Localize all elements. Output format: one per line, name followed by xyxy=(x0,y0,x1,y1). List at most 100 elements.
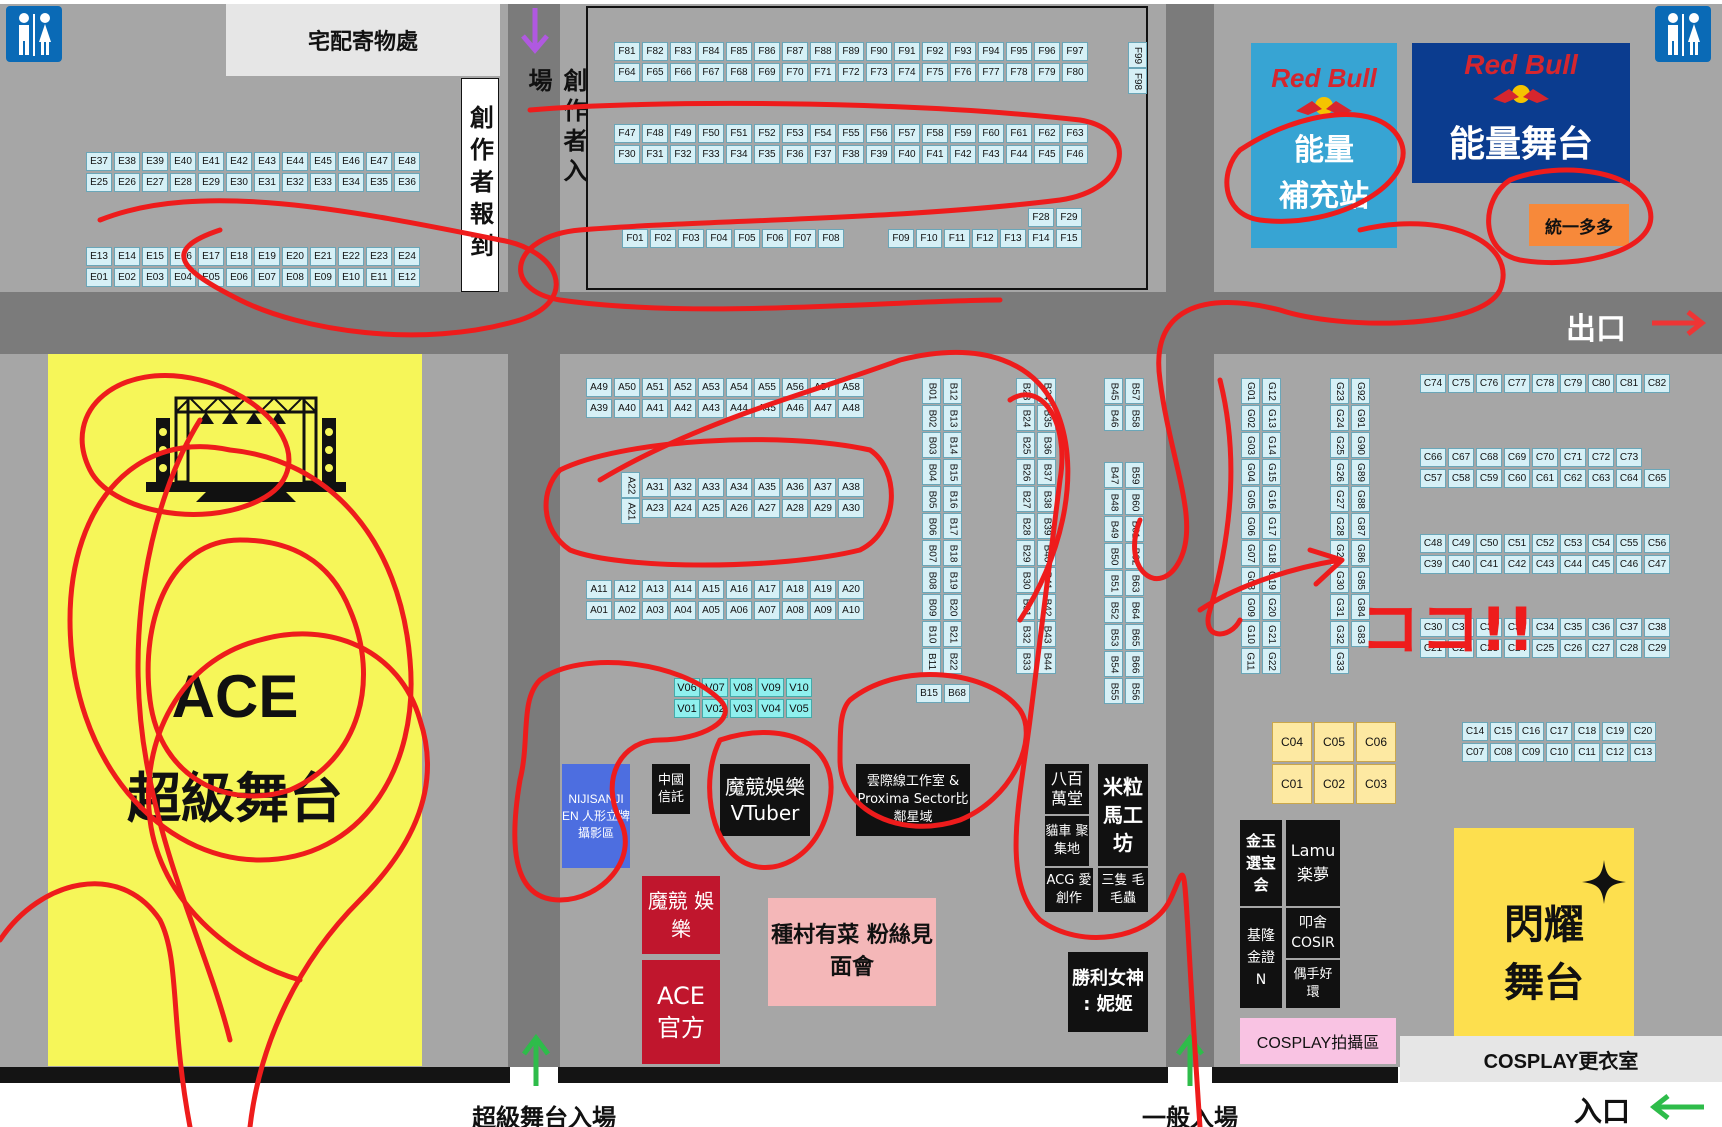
booth-label: B16 xyxy=(947,490,959,508)
booth-b40: B40 xyxy=(1037,540,1056,566)
booth-f10: F10 xyxy=(916,229,942,248)
booth-a21: A21 xyxy=(621,498,640,524)
booth-b02: B02 xyxy=(922,405,941,431)
booth-label: B42 xyxy=(1041,598,1053,616)
mili-magongfang-label: 米粒 馬工 坊 xyxy=(1103,775,1143,855)
booth-c77: C77 xyxy=(1504,374,1530,393)
booth-a44: A44 xyxy=(726,399,752,418)
booth-f09: F09 xyxy=(888,229,914,248)
booth-label: F99 xyxy=(1132,46,1144,64)
booth-f68: F68 xyxy=(726,63,752,82)
creator-entrance-marker: 創作者入場 xyxy=(515,6,587,206)
booth-label: B14 xyxy=(947,436,959,454)
booth-label: G20 xyxy=(1266,597,1277,617)
kousu-cosir-booth: 叩舍 COSIR xyxy=(1286,908,1340,958)
booth-a38: A38 xyxy=(838,478,864,497)
shine-stage: 閃耀 舞台 xyxy=(1454,828,1634,1036)
china-trust-booth: 中國 信託 xyxy=(652,764,690,814)
kousu-cosir-label: 叩舍 COSIR xyxy=(1291,915,1335,951)
booth-a18: A18 xyxy=(782,580,808,599)
booth-label: G04 xyxy=(1245,462,1256,482)
booth-f58: F58 xyxy=(922,124,948,143)
redbull-energy-stage: Red Bull 能量舞台 xyxy=(1412,43,1630,183)
booth-a17: A17 xyxy=(754,580,780,599)
booth-c03: C03 xyxy=(1356,764,1396,804)
booth-b06: B06 xyxy=(922,513,941,539)
booth-b08: B08 xyxy=(922,567,941,593)
booth-label: G08 xyxy=(1245,570,1256,590)
booth-c19: C19 xyxy=(1602,722,1628,741)
booth-label: G22 xyxy=(1266,651,1277,671)
booth-a03: A03 xyxy=(642,601,668,620)
booth-b66: B66 xyxy=(1125,651,1144,677)
ace-stage-title-line1: ACE xyxy=(171,663,299,730)
booth-f45: F45 xyxy=(1034,145,1060,164)
lamu-lemeng-label: Lamu 楽夢 xyxy=(1290,841,1336,884)
booth-f01: F01 xyxy=(622,229,648,248)
booth-b33: B33 xyxy=(1016,648,1035,674)
booth-b47: B47 xyxy=(1104,462,1123,488)
booth-c22: C22 xyxy=(1448,639,1474,658)
booth-c25: C25 xyxy=(1532,639,1558,658)
booth-g88: G88 xyxy=(1351,486,1370,512)
booth-c06: C06 xyxy=(1356,722,1396,762)
booth-f60: F60 xyxy=(978,124,1004,143)
booth-f50: F50 xyxy=(698,124,724,143)
booth-e20: E20 xyxy=(282,247,308,266)
booth-label: G27 xyxy=(1334,489,1345,509)
booth-e06: E06 xyxy=(226,268,252,287)
booth-label: B52 xyxy=(1108,601,1120,619)
booth-b55: B55 xyxy=(1104,678,1123,704)
booth-b29: B29 xyxy=(1016,540,1035,566)
booth-label: B21 xyxy=(947,625,959,643)
booth-a33: A33 xyxy=(698,478,724,497)
booth-c27: C27 xyxy=(1588,639,1614,658)
yunji-proxima-label: 雲際線工作室 & Proxima Sector比鄰星域 xyxy=(857,774,969,825)
booth-a08: A08 xyxy=(782,601,808,620)
arrow-right-red-icon xyxy=(1652,310,1707,336)
maoche-jujidi-booth: 貓車 聚集地 xyxy=(1045,816,1089,866)
booth-c32: C32 xyxy=(1476,618,1502,637)
redbull-bulls-icon xyxy=(1296,97,1352,115)
booth-a29: A29 xyxy=(810,499,836,518)
creator-checkin-label: 創作者報到 xyxy=(465,105,494,265)
booth-c09: C09 xyxy=(1518,743,1544,762)
booth-b27: B27 xyxy=(1016,486,1035,512)
booth-a55: A55 xyxy=(754,378,780,397)
booth-f73: F73 xyxy=(866,63,892,82)
booth-c33: C33 xyxy=(1504,618,1530,637)
booth-g16: G16 xyxy=(1262,486,1281,512)
booth-label: B26 xyxy=(1020,463,1032,481)
booth-v07: V07 xyxy=(702,678,728,697)
booth-e07: E07 xyxy=(254,268,280,287)
jilong-jinzheng-booth: 基隆 金證 N xyxy=(1240,908,1282,1008)
booth-f47: F47 xyxy=(614,124,640,143)
booth-e02: E02 xyxy=(114,268,140,287)
booth-f12: F12 xyxy=(972,229,998,248)
booth-f88: F88 xyxy=(810,42,836,61)
booth-b43: B43 xyxy=(1037,621,1056,647)
booth-e33: E33 xyxy=(310,173,336,192)
booth-b61: B61 xyxy=(1125,516,1144,542)
booth-f92: F92 xyxy=(922,42,948,61)
booth-f35: F35 xyxy=(754,145,780,164)
sparkle-icon xyxy=(1582,860,1626,904)
entrance-marker: 入口 xyxy=(1566,1088,1716,1127)
booth-label: G88 xyxy=(1355,489,1366,509)
booth-g08: G08 xyxy=(1241,567,1260,593)
booth-label: B24 xyxy=(1020,409,1032,427)
booth-b62: B62 xyxy=(1125,543,1144,569)
booth-c30: C30 xyxy=(1420,618,1446,637)
booth-label: B56 xyxy=(1129,682,1141,700)
booth-label: G17 xyxy=(1266,516,1277,536)
booth-g26: G26 xyxy=(1330,459,1349,485)
